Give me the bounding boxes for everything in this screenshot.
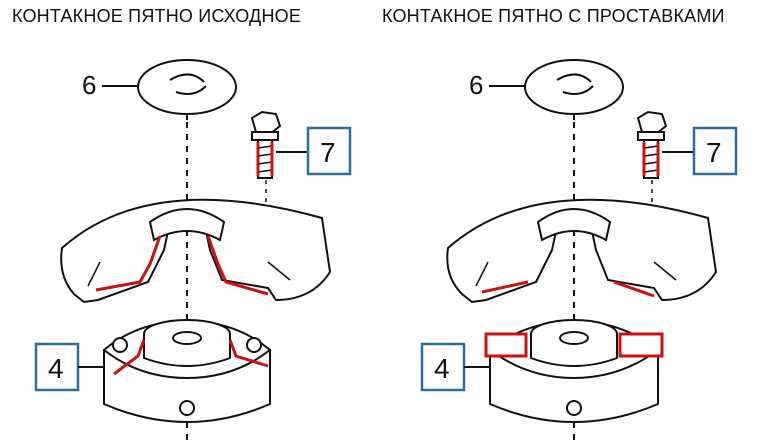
bolt-part [250,110,282,179]
bolt-callout-box [692,126,738,176]
mount-callout-box [34,342,80,392]
cap-callout: 6 [469,70,525,100]
spacer-left [484,332,528,358]
bolt-callout-number: 7 [706,137,722,168]
bolt-part [636,110,668,179]
mount-callout: 4 [420,342,490,392]
left-assembly-diagram: 6 7 [34,59,352,444]
left-panel-title: КОНТАКНОЕ ПЯТНО ИСХОДНОЕ [12,6,302,26]
spring-seat-part [60,198,332,304]
strut-mount-part [102,319,272,423]
mount-callout: 4 [34,342,104,392]
bolt-callout: 7 [662,126,738,176]
cap-callout-number: 6 [82,70,96,100]
bolt-callout-box [306,126,352,176]
cap-part [524,59,624,120]
bolt-callout-number: 7 [320,137,336,168]
mount-callout-number: 4 [48,353,64,384]
spacer-right [618,332,664,358]
cap-part [137,59,237,120]
cap-callout-number: 6 [469,70,483,100]
right-panel-title: КОНТАКНОЕ ПЯТНО С ПРОСТАВКАМИ [382,6,725,26]
mount-callout-number: 4 [434,353,450,384]
strut-mount-part [484,319,664,423]
bolt-callout: 7 [276,126,352,176]
cap-callout: 6 [82,70,138,100]
mount-callout-box [420,342,466,392]
spring-seat-part [446,198,718,304]
right-assembly-diagram: 6 7 [420,59,738,444]
